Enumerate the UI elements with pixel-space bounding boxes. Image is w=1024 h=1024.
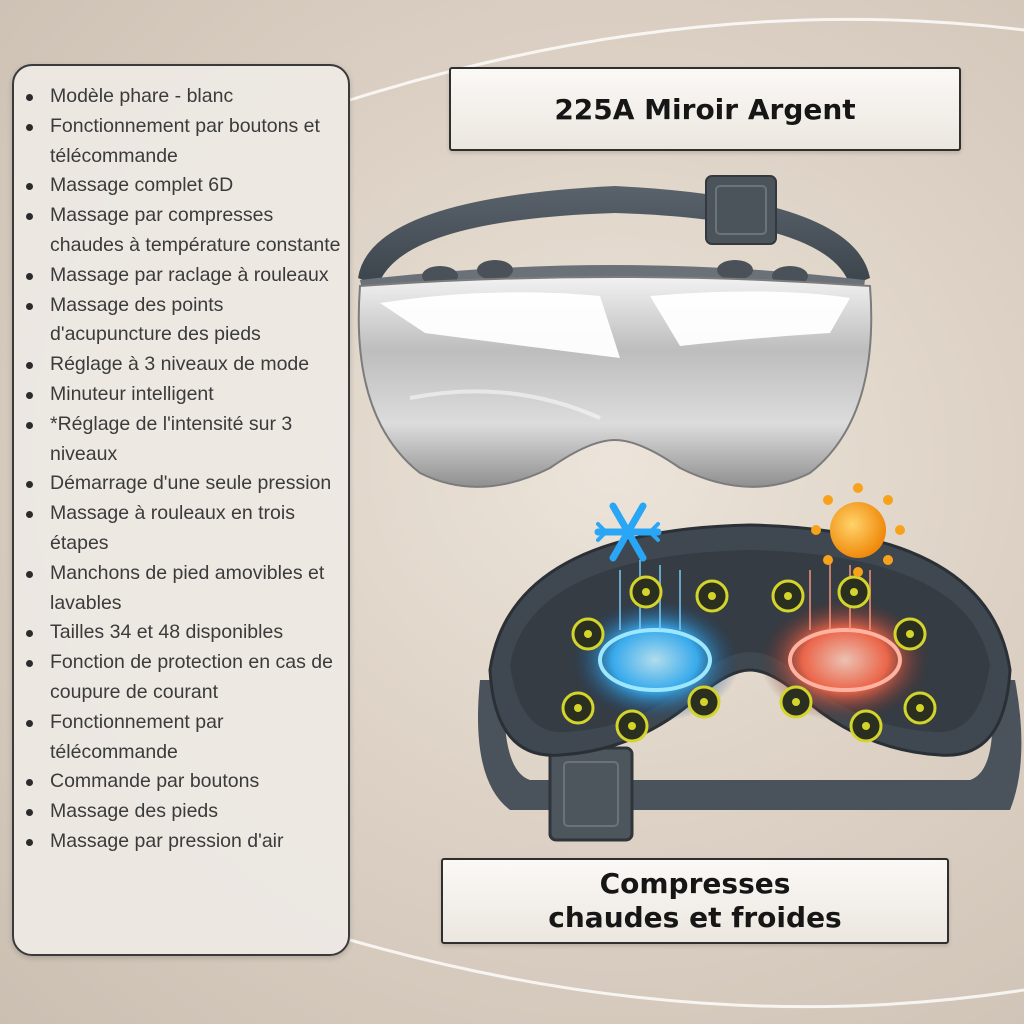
feature-item: *Réglage de l'intensité sur 3 niveaux [20,410,342,470]
product-title: 225A Miroir Argent [449,67,961,151]
snowflake-icon [594,502,662,562]
feature-item: Fonction de protection en cas de coupure… [20,648,342,708]
feature-item: Minuteur intelligent [20,380,342,410]
feature-item: Massage complet 6D [20,171,342,201]
feature-item: Massage par compresses chaudes à tempéra… [20,201,342,261]
feature-item: Manchons de pied amovibles et lavables [20,559,342,619]
caption-line-1: Compresses [599,867,791,900]
eye-mask-inner-image [478,483,1022,842]
feature-item: Commande par boutons [20,767,342,797]
feature-item: Massage par pression d'air [20,827,342,857]
feature-item: Tailles 34 et 48 disponibles [20,618,342,648]
feature-item: Fonctionnement par télécommande [20,708,342,768]
feature-item: Démarrage d'une seule pression [20,469,342,499]
feature-item: Fonctionnement par boutons et télécomman… [20,112,342,172]
feature-item: Réglage à 3 niveaux de mode [20,350,342,380]
feature-item: Massage des pieds [20,797,342,827]
feature-item: Massage des points d'acupuncture des pie… [20,291,342,351]
eye-mask-silver-image [357,175,873,488]
caption-line-2: chaudes et froides [548,901,842,934]
feature-item: Modèle phare - blanc [20,82,342,112]
sun-icon [811,483,905,577]
compress-caption: Compresses chaudes et froides [441,858,949,944]
feature-item: Massage à rouleaux en trois étapes [20,499,342,559]
feature-item: Massage par raclage à rouleaux [20,261,342,291]
